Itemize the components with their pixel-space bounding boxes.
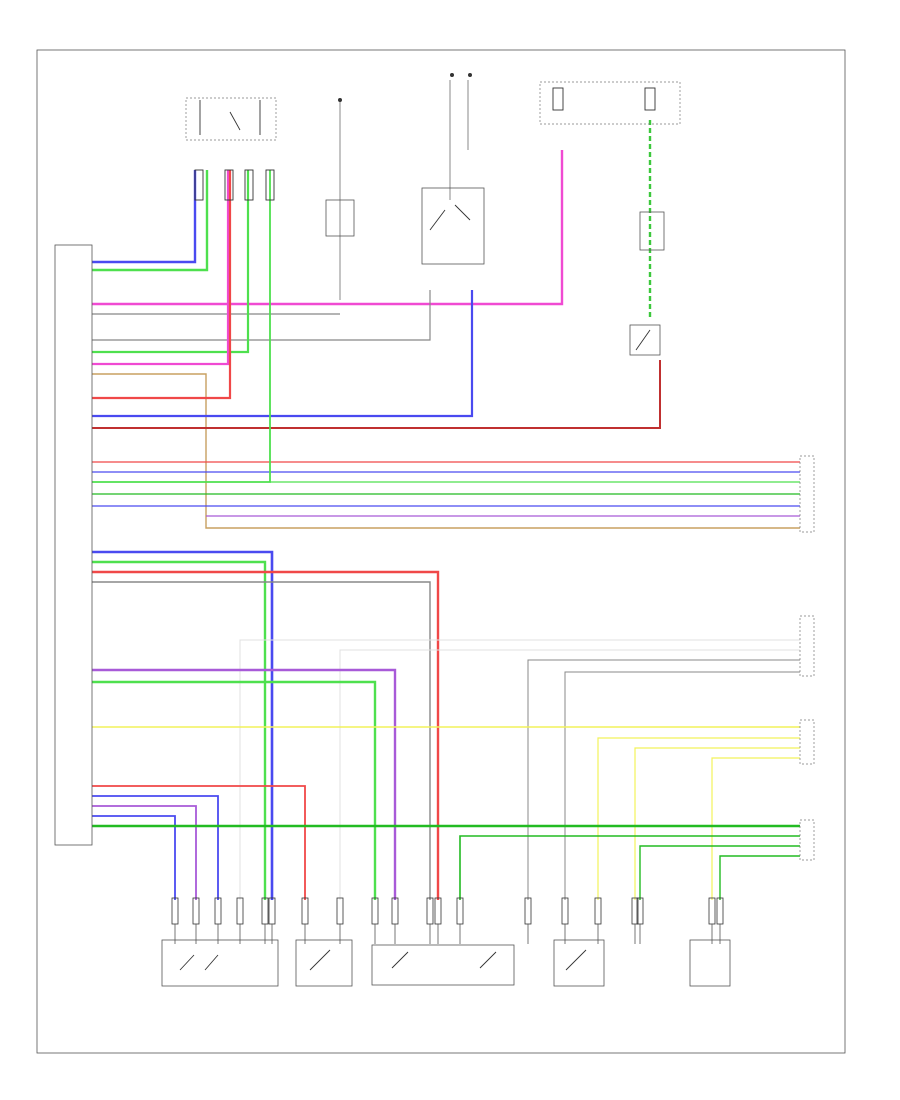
component-bottom-1	[161, 939, 279, 987]
bottom-connector-3	[236, 897, 244, 925]
wire-gray-3	[92, 581, 431, 900]
wire-green-4	[639, 845, 800, 900]
switch-contacts-top-left	[199, 100, 261, 135]
component-bottom-4-contact	[565, 949, 587, 971]
bottom-connector-2	[214, 897, 222, 925]
wire-tan-1	[92, 373, 800, 529]
wire-gray-5	[564, 671, 800, 900]
wire-green-5	[719, 855, 800, 900]
ecu-strip	[54, 244, 93, 846]
bottom-connector-0	[171, 897, 179, 925]
component-bottom-1-contacts	[179, 954, 219, 971]
connector-3	[244, 169, 254, 201]
bottom-connector-11	[434, 897, 442, 925]
wire-blue-7	[92, 815, 176, 900]
wire-light-green-5	[92, 560, 267, 900]
switch-assembly-top-left	[185, 97, 277, 141]
relay-center	[421, 187, 485, 265]
wire-gray-4	[527, 659, 800, 900]
terminal-2	[450, 73, 454, 77]
wire-light-gray-2	[339, 649, 800, 900]
bottom-connector-6	[301, 897, 309, 925]
component-bottom-3-contacts	[391, 951, 497, 969]
bottom-connector-15	[594, 897, 602, 925]
bottom-connector-14	[561, 897, 569, 925]
module-right	[639, 211, 665, 251]
component-bottom-2-contact	[309, 949, 331, 971]
fuse-box-center	[325, 199, 355, 237]
wire-light-green-3	[92, 170, 271, 483]
bottom-connector-8	[371, 897, 379, 925]
connector-right-1	[799, 455, 815, 533]
wire-violet-2	[92, 668, 397, 900]
wire-dark-red-1	[92, 360, 661, 429]
wires	[92, 80, 800, 900]
wire-light-green-6	[92, 680, 377, 900]
switch-right-contact	[635, 329, 651, 351]
connector-right-3	[799, 719, 815, 765]
wire-yellow-3	[634, 747, 800, 900]
wire-blue-6	[92, 795, 219, 900]
wire-red-4	[92, 785, 306, 900]
bottom-connector-18	[708, 897, 716, 925]
wire-yellow-2	[597, 737, 800, 900]
relay-contacts	[429, 204, 471, 231]
bottom-connector-1	[192, 897, 200, 925]
terminal-1	[338, 98, 342, 102]
wire-light-green-2	[92, 170, 250, 354]
bottom-connector-5	[268, 897, 276, 925]
wire-green-3	[459, 835, 800, 900]
wire-pink-1	[92, 150, 564, 306]
switch-right	[629, 324, 661, 356]
bottom-connector-4	[261, 897, 269, 925]
bottom-connector-9	[391, 897, 399, 925]
diagram-frame	[36, 49, 846, 1054]
wire-light-green-1	[92, 170, 209, 272]
connector-right-4	[799, 819, 815, 861]
wire-yellow-4	[711, 757, 800, 900]
bottom-connectors	[171, 897, 724, 944]
component-bottom-4	[553, 939, 605, 987]
fuse-2	[644, 87, 656, 111]
wire-blue-1	[92, 170, 197, 264]
component-bottom-3	[371, 944, 515, 986]
component-bottom-5	[689, 939, 731, 987]
wire-blue-5	[92, 550, 274, 900]
wire-red-1	[92, 170, 232, 400]
bottom-connector-10	[426, 897, 434, 925]
wire-red-3	[92, 570, 440, 900]
wire-blue-2	[92, 290, 474, 418]
connector-2	[224, 169, 234, 201]
component-bottom-2	[295, 939, 353, 987]
wire-gray-2	[92, 290, 431, 341]
wire-violet-3	[92, 805, 197, 900]
connector-1	[194, 169, 204, 201]
bottom-connector-13	[524, 897, 532, 925]
connector-4	[265, 169, 275, 201]
fuse-block-top-right	[539, 81, 681, 125]
fuse-1	[552, 87, 564, 111]
bottom-connector-7	[336, 897, 344, 925]
components	[54, 73, 815, 987]
wire-pink-2	[92, 170, 230, 366]
terminal-3	[468, 73, 472, 77]
wire-light-gray-1	[239, 639, 800, 900]
bottom-connector-12	[456, 897, 464, 925]
bottom-connector-19	[716, 897, 724, 925]
connector-right-2	[799, 615, 815, 677]
